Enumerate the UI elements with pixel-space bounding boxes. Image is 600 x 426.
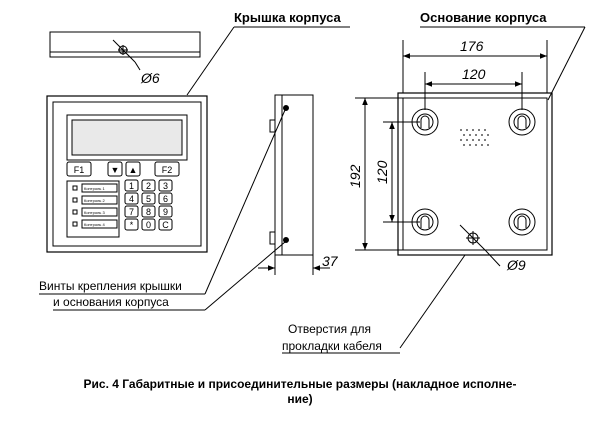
mount-hole-tr-outer [508, 108, 536, 136]
base-outer [397, 92, 553, 256]
channel-led-1 [72, 185, 78, 191]
base-inner [402, 97, 548, 251]
key-0 [141, 218, 156, 231]
key-star-label: * [130, 220, 134, 230]
cable-label-leader [399, 254, 466, 349]
display-bezel [66, 114, 188, 161]
key-7-label: 7 [129, 207, 134, 217]
mount-hole-br-inner [513, 213, 531, 231]
base-width-dimension: 176 [460, 38, 484, 54]
key-1 [124, 179, 139, 192]
key-3 [158, 179, 173, 192]
front-outer-frame [46, 95, 208, 253]
mount-hole-bl-slot [420, 215, 430, 228]
channel-tag-4 [81, 219, 118, 229]
key-c-label: C [162, 220, 169, 230]
base-view [355, 40, 553, 349]
side-view [258, 94, 330, 275]
f2-key-label: F2 [162, 165, 173, 175]
mount-hole-tl-slot [420, 115, 430, 128]
front-inner-frame [52, 101, 202, 247]
channel-label-2: Контроль 2 [84, 198, 105, 203]
side-screw-top [283, 105, 289, 111]
channel-tag-3 [81, 207, 118, 217]
mount-hole-tl-outer [411, 108, 439, 136]
hole-spacing-h-dimension: 120 [462, 66, 486, 82]
figure-caption-line1: Рис. 4 Габаритные и присоединительные ра… [83, 377, 517, 391]
cable-hole-leader [485, 250, 501, 267]
cover-hole-dimension: Ø6 [140, 70, 160, 86]
channel-led-3 [72, 209, 78, 215]
hole-spacing-v-dimension: 120 [374, 160, 390, 184]
side-screw-bottom [283, 237, 289, 243]
cable-hole-dimension: Ø9 [506, 257, 526, 273]
mount-hole-tr-inner [513, 113, 531, 131]
f2-key [154, 161, 180, 177]
f1-key [66, 161, 92, 177]
key-3-label: 3 [163, 181, 168, 191]
cover-top-view [49, 31, 201, 71]
mount-hole-bl-inner [416, 213, 434, 231]
channel-led-4 [72, 221, 78, 227]
channel-panel [66, 180, 120, 238]
screws-label-line1: Винты крепления крышки [39, 279, 182, 293]
channel-label-4: Контроль 4 [84, 222, 105, 227]
mount-hole-tr-slot [517, 115, 527, 128]
key-5 [141, 192, 156, 205]
mount-hole-tl-inner [416, 113, 434, 131]
mount-hole-br-outer [508, 208, 536, 236]
channel-label-3: Контроль 3 [84, 210, 105, 215]
speaker-grille [460, 129, 489, 146]
channel-label-1: Контроль 1 [84, 186, 105, 191]
key-1-label: 1 [129, 181, 134, 191]
depth-dimension: 37 [322, 253, 339, 269]
cover-label-leader [186, 26, 235, 96]
down-key [107, 161, 123, 177]
key-6-label: 6 [163, 194, 168, 204]
mount-hole-bl-outer [411, 208, 439, 236]
screws-label-line2: и основания корпуса [53, 295, 169, 309]
side-clip-bottom [269, 231, 276, 245]
down-key-label: ▼ [111, 165, 120, 175]
key-0-label: 0 [146, 220, 151, 230]
cover-hole-leader [112, 39, 136, 63]
screws-leader-top [204, 109, 286, 295]
base-height-dimension: 192 [347, 164, 363, 188]
cover-label: Крышка корпуса [234, 10, 342, 25]
channel-led-2 [72, 197, 78, 203]
key-2 [141, 179, 156, 192]
key-9-label: 9 [163, 207, 168, 217]
front-view [46, 95, 208, 253]
base-label: Основание корпуса [420, 10, 547, 25]
key-6 [158, 192, 173, 205]
f1-key-label: F1 [74, 165, 85, 175]
figure-caption-line2: ние) [287, 392, 313, 406]
key-9 [158, 205, 173, 218]
up-key-label: ▲ [129, 165, 138, 175]
side-outline [274, 94, 314, 256]
key-4 [124, 192, 139, 205]
cover-top-outline [49, 31, 201, 58]
holes-label-line1: Отверстия для [288, 322, 371, 336]
key-7 [124, 205, 139, 218]
key-5-label: 5 [146, 194, 151, 204]
base-label-leader [547, 26, 586, 101]
key-4-label: 4 [129, 194, 134, 204]
display-screen [71, 119, 183, 156]
holes-label-line2: прокладки кабеля [282, 339, 382, 353]
up-key [125, 161, 141, 177]
mount-hole-br-slot [517, 215, 527, 228]
channel-tag-1 [81, 183, 118, 193]
key-star [124, 218, 139, 231]
key-8 [141, 205, 156, 218]
key-8-label: 8 [146, 207, 151, 217]
channel-tag-2 [81, 195, 118, 205]
side-clip-top [269, 119, 276, 133]
key-c [158, 218, 173, 231]
key-2-label: 2 [146, 181, 151, 191]
screws-leader-bottom [204, 241, 286, 311]
